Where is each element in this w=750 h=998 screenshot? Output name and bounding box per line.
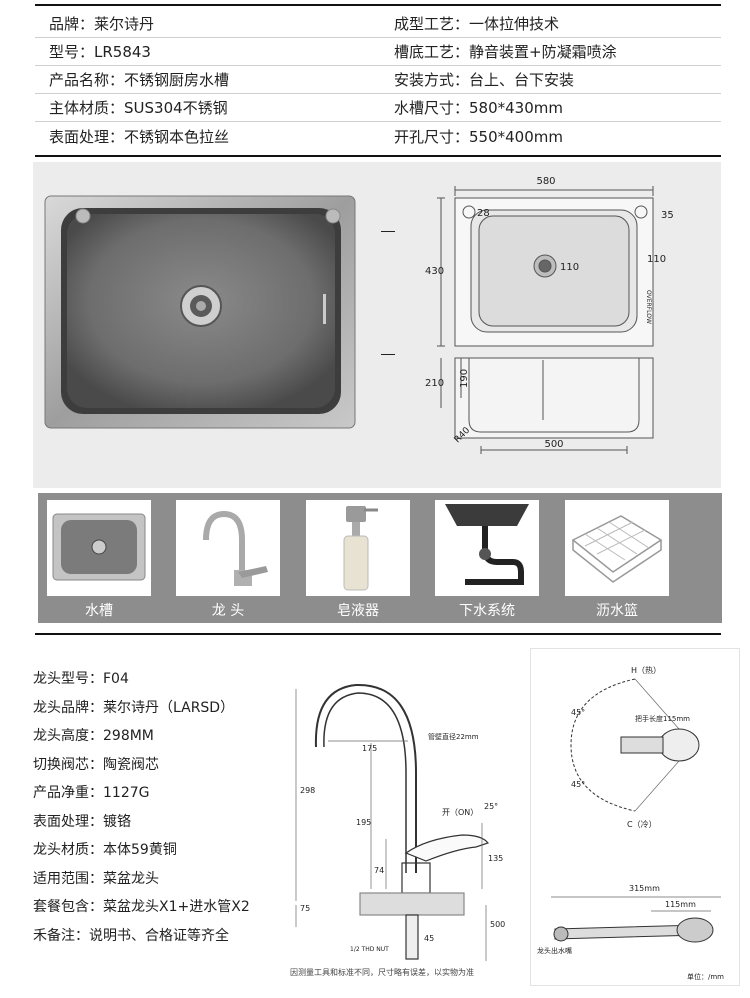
dim-handle-height: 135 xyxy=(488,854,503,863)
accessory-sink: 水槽 xyxy=(47,500,151,619)
dim-faucet-height: 298 xyxy=(300,786,315,795)
on-label: 开（ON） xyxy=(442,808,478,817)
accessory-soap-dispenser: 皂液器 xyxy=(306,500,410,619)
soap-dispenser-icon xyxy=(343,506,378,591)
dim-corner: 28 xyxy=(477,208,490,219)
section-rule xyxy=(35,633,721,635)
dim-bottom: 75 xyxy=(300,904,310,913)
spec-row: 品牌：莱尔诗丹 成型工艺：一体拉伸技术 xyxy=(35,10,721,38)
spec-left-cell: 表面处理：不锈钢本色拉丝 xyxy=(49,127,230,146)
spec-right-cell: 水槽尺寸：580*430mm xyxy=(394,99,563,117)
spec-right-cell: 安装方式：台上、台下安装 xyxy=(394,71,575,89)
accessory-label: 水槽 xyxy=(85,603,113,619)
faucet-spec-line: 龙头型号：F04 xyxy=(33,671,129,687)
accessory-label: 龙 头 xyxy=(211,603,245,619)
dash-mark xyxy=(381,354,395,355)
faucet-spec-line: 禾备注：说明书、合格证等齐全 xyxy=(33,927,229,944)
angle-top: 45° xyxy=(571,708,585,717)
faucet-side-drawing: 298 175 管壁直径22mm 开（ON） 25° 195 135 74 75… xyxy=(290,683,505,977)
thread-label: 1/2 THD NUT xyxy=(350,946,389,953)
accessory-drain-basket: 沥水篮 xyxy=(565,500,669,619)
spec-right-cell: 槽底工艺：静音装置+防凝霜喷涂 xyxy=(394,43,617,61)
accessory-drain-system: 下水系统 xyxy=(435,500,539,619)
faucet-icon xyxy=(203,510,268,586)
cold-label: C（冷） xyxy=(627,819,657,829)
dim-drain-right: 110 xyxy=(647,254,666,265)
accessory-faucet: 龙 头 xyxy=(176,500,280,619)
spec-row: 表面处理：不锈钢本色拉丝 开孔尺寸：550*400mm xyxy=(35,122,721,150)
dim-height: 430 xyxy=(425,266,444,277)
handle-length-label: 把手长度115mm xyxy=(635,714,690,723)
faucet-spec-line: 龙头材质：本体59黄铜 xyxy=(33,842,177,858)
spec-row: 主体材质：SUS304不锈钢 水槽尺寸：580*430mm xyxy=(35,94,721,122)
dim-depth-total: 210 xyxy=(425,378,444,389)
accessory-label: 沥水篮 xyxy=(596,603,638,619)
faucet-spec-line: 龙头品牌：莱尔诗丹（LARSD） xyxy=(33,699,235,716)
spec-left-cell: 品牌：莱尔诗丹 xyxy=(49,15,155,33)
top-rule xyxy=(35,4,721,6)
dim-width: 580 xyxy=(536,176,555,187)
spec-bottom-rule xyxy=(35,155,721,157)
drain-basket-icon xyxy=(571,515,663,583)
faucet-spec-line: 产品净重：1127G xyxy=(33,785,150,801)
faucet-spec-line: 套餐包含：菜盆龙头X1+进水管X2 xyxy=(33,899,250,915)
outlet-label: 龙头出水嘴 xyxy=(537,946,572,955)
accessory-label: 下水系统 xyxy=(459,603,515,619)
drain-pipe-icon xyxy=(445,504,529,585)
dim-spout-reach: 175 xyxy=(362,744,377,753)
dim-handle: 115mm xyxy=(665,900,696,909)
dim-depth-inner: 190 xyxy=(459,369,470,388)
dim-bottom-width: 500 xyxy=(544,439,563,450)
spec-row: 型号：LR5843 槽底工艺：静音装置+防凝霜喷涂 xyxy=(35,38,721,66)
dim-pipe-diameter: 管壁直径22mm xyxy=(428,732,479,741)
faucet-top-drawing: H（热） C（冷） 45° 45° 把手长度115mm 315mm 115mm … xyxy=(537,665,724,981)
dim-edge: 35 xyxy=(661,210,674,221)
faucet-spec-line: 龙头高度：298MM xyxy=(33,728,154,744)
accessories-strip: 水槽 龙 头 皂液器 xyxy=(38,493,722,623)
measurement-note: 因测量工具和标准不同，尺寸略有误差，以实物为准 xyxy=(290,967,474,977)
spec-left-cell: 型号：LR5843 xyxy=(49,43,151,61)
faucet-spec-line: 切换阀芯：陶瓷阀芯 xyxy=(33,756,159,773)
dim-base-height: 74 xyxy=(374,866,384,875)
angle-bottom: 45° xyxy=(571,780,585,789)
spec-row: 产品名称：不锈钢厨房水槽 安装方式：台上、台下安装 xyxy=(35,66,721,94)
sink-icon xyxy=(52,513,146,581)
spec-left-cell: 主体材质：SUS304不锈钢 xyxy=(49,99,228,117)
dim-angle: 25° xyxy=(484,802,498,811)
dim-body-height: 195 xyxy=(356,818,371,827)
dim-hose: 500 xyxy=(490,920,505,929)
overflow-label: OVERFLOW xyxy=(645,290,652,324)
spec-table: 品牌：莱尔诗丹 成型工艺：一体拉伸技术型号：LR5843 槽底工艺：静音装置+防凝霜… xyxy=(35,10,721,150)
faucet-spec-line: 表面处理：镀铬 xyxy=(33,813,131,830)
faucet-top-drawing-panel: H（热） C（冷） 45° 45° 把手长度115mm 315mm 115mm … xyxy=(530,648,740,986)
dim-drain: 110 xyxy=(560,262,579,273)
sink-photo xyxy=(44,195,356,429)
faucet-spec-list: 龙头型号：F04 龙头品牌：莱尔诗丹（LARSD） 龙头高度：298MM 切换阀芯：陶… xyxy=(33,668,273,953)
accessory-label: 皂液器 xyxy=(337,603,379,619)
spec-right-cell: 开孔尺寸：550*400mm xyxy=(394,127,563,146)
hot-label: H（热） xyxy=(631,665,661,675)
dim-base-diameter: 45 xyxy=(424,934,434,943)
sink-hero-panel: 580 430 28 35 110 110 210 190 500 R40 OV… xyxy=(33,162,721,488)
dash-mark xyxy=(381,231,395,232)
sink-technical-drawing: 580 430 28 35 110 110 210 190 500 R40 OV… xyxy=(425,176,674,454)
spec-left-cell: 产品名称：不锈钢厨房水槽 xyxy=(49,71,230,89)
faucet-spec-line: 适用范围：菜盆龙头 xyxy=(33,870,159,887)
dim-total: 315mm xyxy=(629,884,660,893)
unit-label: 单位：/mm xyxy=(687,972,724,981)
faucet-side-drawing-panel: 298 175 管壁直径22mm 开（ON） 25° 195 135 74 75… xyxy=(276,643,520,985)
spec-right-cell: 成型工艺：一体拉伸技术 xyxy=(394,15,560,33)
